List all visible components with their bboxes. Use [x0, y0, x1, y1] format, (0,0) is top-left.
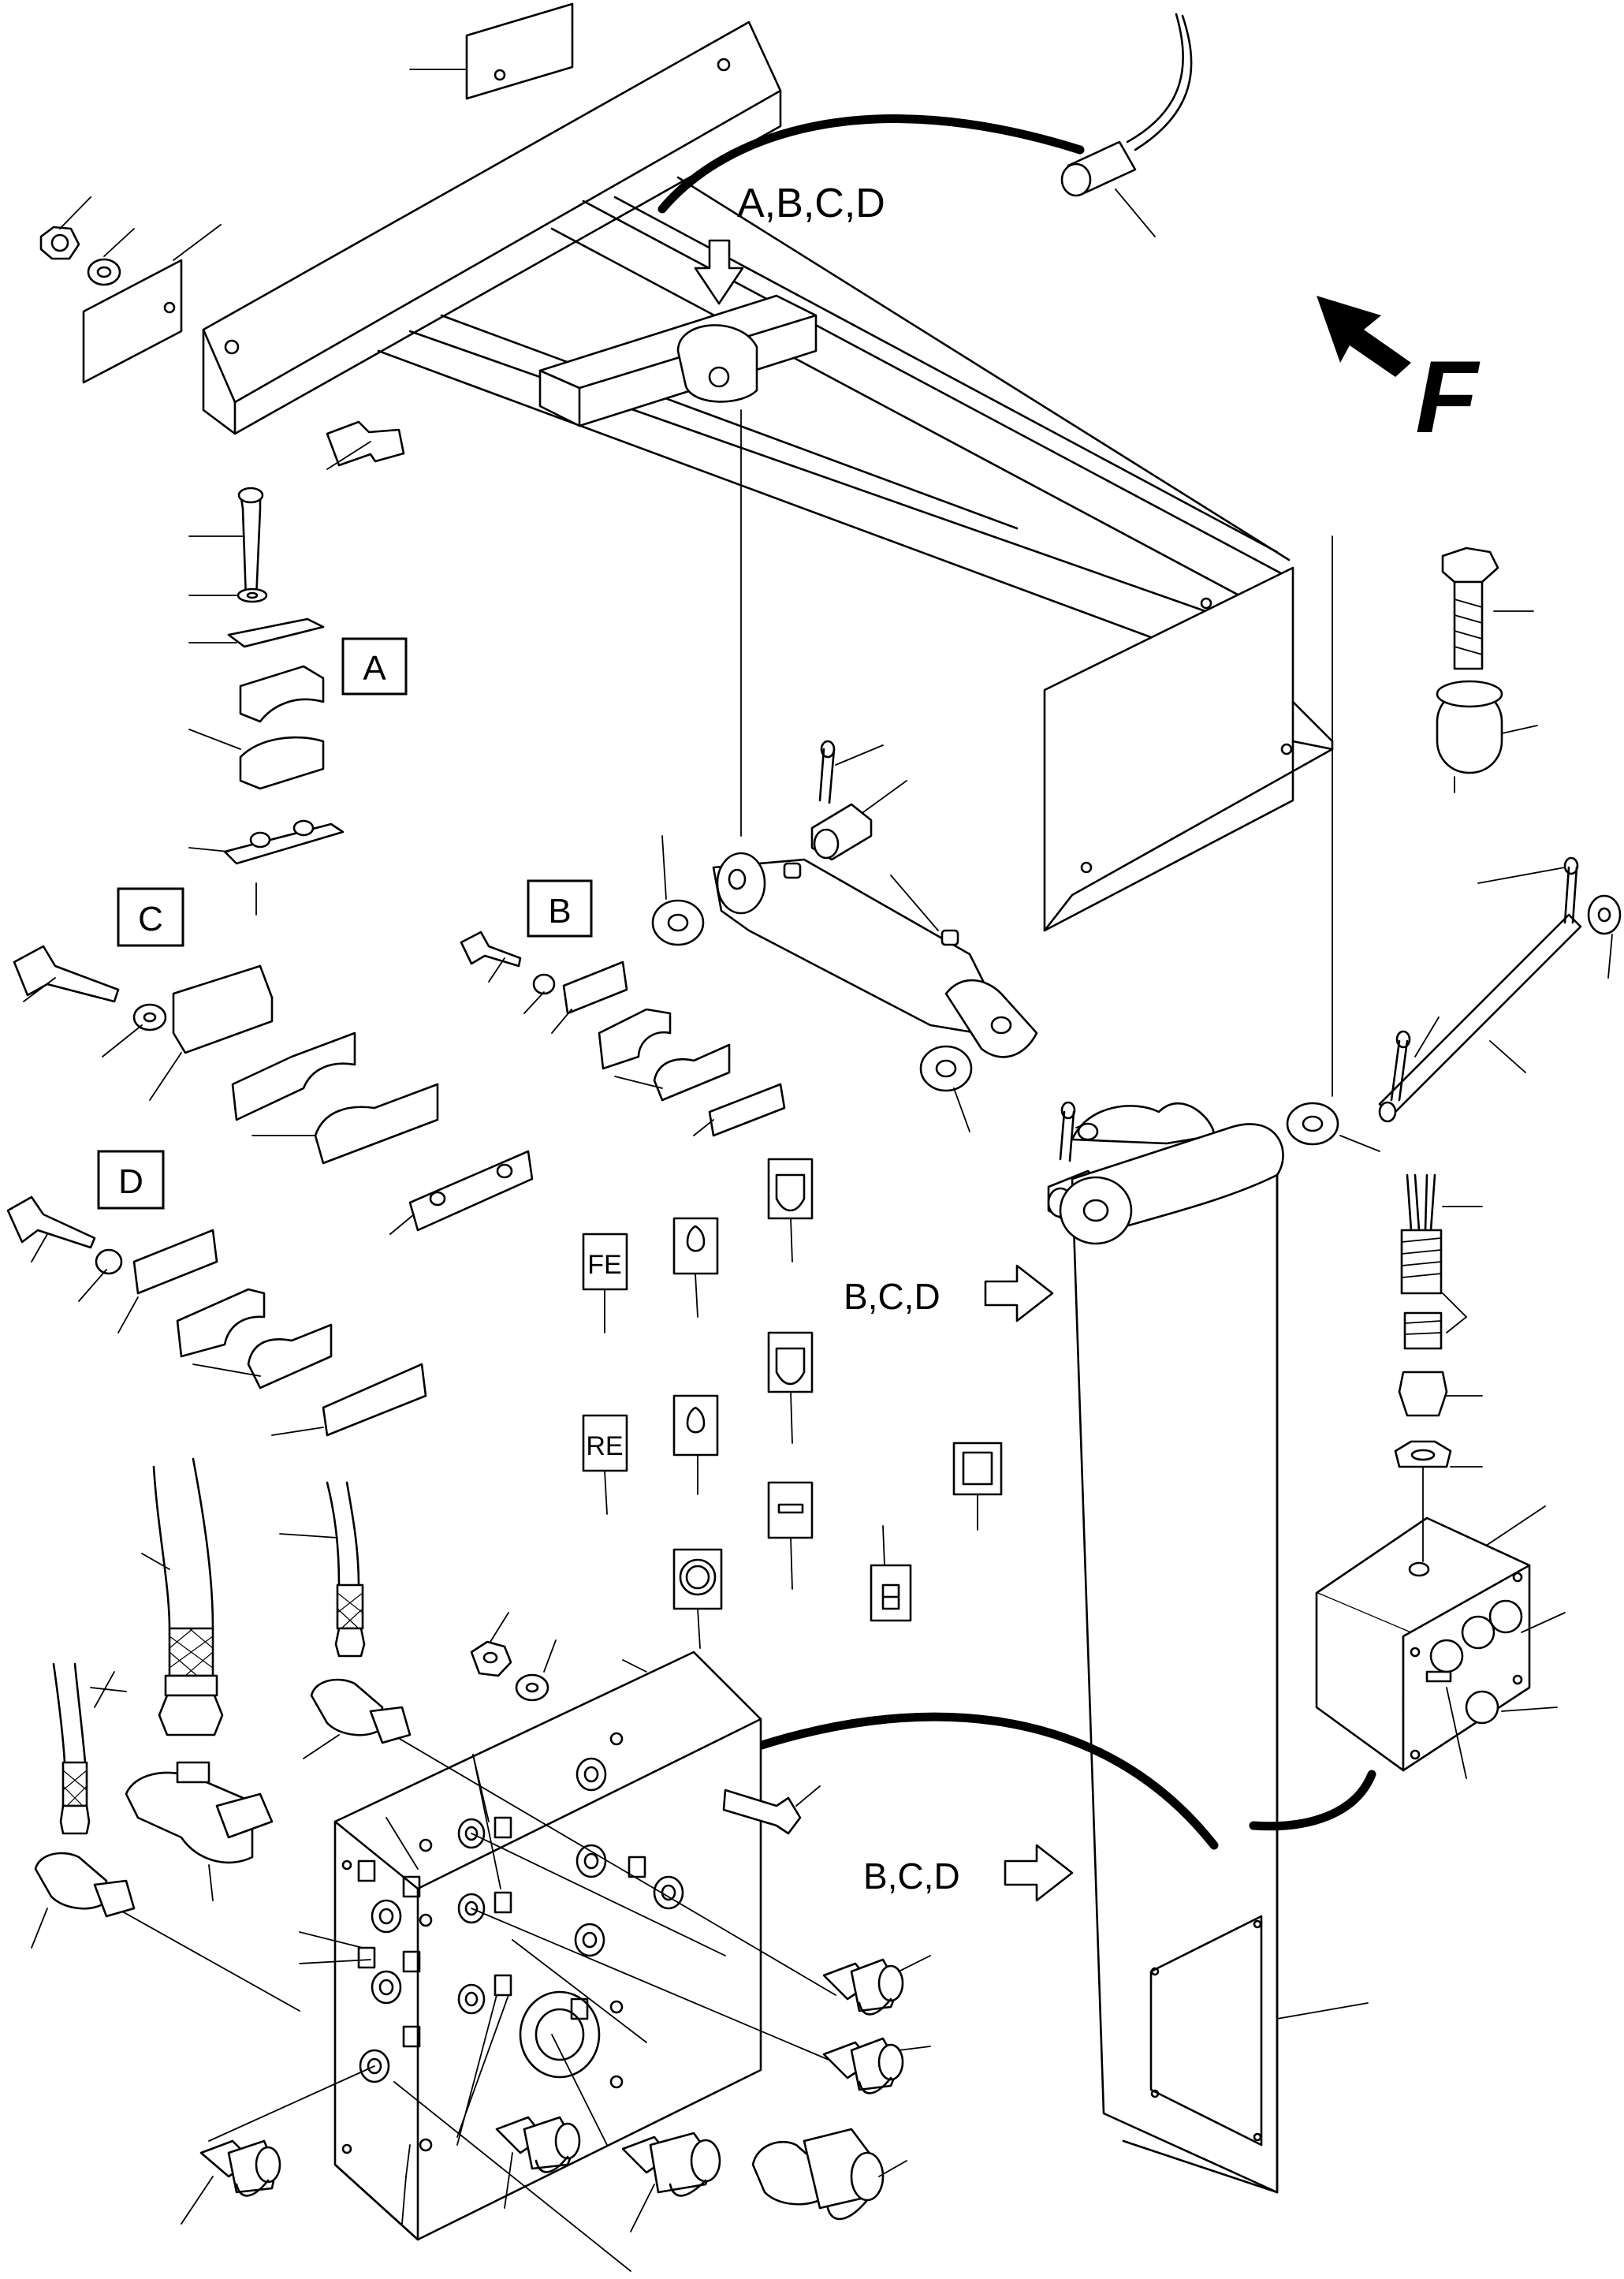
hydraulic-cylinder [651, 740, 1156, 1224]
decal-re: RE [586, 1431, 623, 1461]
detail-label-b: B [548, 892, 571, 931]
detail-label-c: C [138, 900, 163, 938]
curved-arrow-lower [740, 1712, 1219, 1850]
svg-text:B,C,D: B,C,D [844, 1276, 941, 1317]
plate-fasteners [470, 1612, 821, 1835]
svg-text:B,C,D: B,C,D [863, 1856, 960, 1897]
top-left-fasteners [39, 196, 405, 470]
detail-box-c [117, 887, 184, 947]
valve-plate [116, 1651, 844, 2272]
detail-box-d [97, 1150, 165, 1210]
quick-couplings [181, 1955, 931, 2232]
detail-d-clamp [6, 1195, 427, 1437]
detail-box-a [341, 637, 408, 696]
detail-c-clamp [13, 945, 534, 1235]
curved-arrow-box [1249, 1770, 1376, 1831]
arm-callout-upper: B,C,D [844, 1264, 1054, 1322]
top-frame [202, 2, 1334, 932]
decals: FE RE [582, 1158, 1003, 1649]
detail-a-clamp [188, 487, 345, 916]
arm-callout-lower: B,C,D [863, 1844, 1074, 1902]
right-bolt-spacer [1436, 546, 1538, 793]
detail-label-a: A [363, 649, 386, 688]
detail-b-clamp [460, 931, 786, 1137]
detail-label-d: D [118, 1162, 143, 1201]
direction-letter: F [1415, 339, 1481, 454]
decal-fe: FE [587, 1250, 621, 1280]
pivot-shaft [1286, 535, 1622, 1152]
hoses [31, 1457, 412, 1949]
cable-gland [1394, 1173, 1483, 1562]
proximity-sensor [1060, 13, 1193, 237]
lever-arm [1059, 1102, 1369, 2194]
callout-abcd: A,B,C,D [737, 181, 885, 226]
detail-box-b [527, 879, 593, 938]
direction-arrow-f: F [1317, 296, 1481, 454]
curved-arrow-top [657, 114, 1085, 214]
control-box [1315, 1505, 1566, 1779]
